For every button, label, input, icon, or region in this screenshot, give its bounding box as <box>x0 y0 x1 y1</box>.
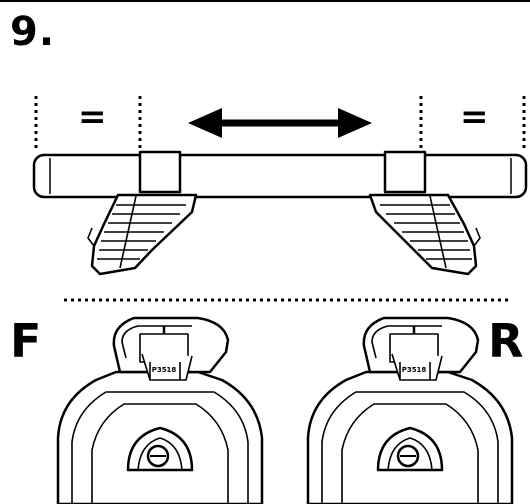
step-number: 9. <box>10 9 56 55</box>
top-divider <box>0 0 530 2</box>
foot-front-view <box>56 316 264 504</box>
equal-spacing-right: = <box>460 97 489 137</box>
foot-left-side-view <box>87 150 198 276</box>
rear-label: R <box>488 314 524 368</box>
roof-bar <box>32 153 528 199</box>
front-foot-part-label: P3518 <box>152 366 177 374</box>
double-arrow-icon <box>188 108 372 138</box>
foot-right-side-view <box>368 150 481 276</box>
foot-rear-view <box>306 316 514 504</box>
front-label: F <box>10 314 42 368</box>
equal-spacing-left: = <box>78 97 107 137</box>
rear-foot-part-label: P3518 <box>402 366 427 374</box>
spacing-guides <box>34 96 526 150</box>
